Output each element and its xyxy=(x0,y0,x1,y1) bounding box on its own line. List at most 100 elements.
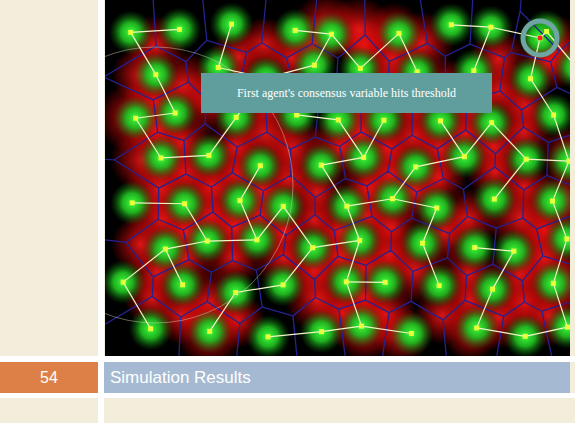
agent-dot xyxy=(511,249,516,254)
agent-dot xyxy=(488,25,493,30)
agent-dot xyxy=(130,200,135,205)
agent-dot xyxy=(359,324,364,329)
agent-glow xyxy=(129,307,173,351)
agent-link xyxy=(240,201,257,240)
agent-link xyxy=(347,206,360,240)
divider-stripe xyxy=(0,393,575,398)
agent-dot xyxy=(449,22,454,27)
agent-dot xyxy=(544,29,549,34)
agent-link xyxy=(531,79,554,115)
agent-link xyxy=(554,115,569,161)
agent-glow xyxy=(371,177,415,221)
agent-link xyxy=(207,240,257,241)
agent-link xyxy=(494,159,526,199)
agent-link xyxy=(165,241,207,249)
agent-glow xyxy=(218,179,262,223)
agent-dot xyxy=(329,32,334,37)
agent-glow xyxy=(531,261,570,305)
agent-glow xyxy=(134,53,178,97)
agent-dot xyxy=(344,279,349,284)
agent-dot xyxy=(281,204,286,209)
agent-dot xyxy=(437,283,442,288)
agent-glow xyxy=(161,263,205,307)
agent-dot xyxy=(564,236,569,241)
agent-glow xyxy=(139,136,183,180)
agent-dot xyxy=(128,30,133,35)
agent-glow xyxy=(401,221,445,265)
agent-glow xyxy=(187,133,231,177)
agent-dot xyxy=(163,247,168,252)
agent-dot xyxy=(358,66,363,71)
agent-link xyxy=(331,34,360,68)
agent-dot xyxy=(396,31,401,36)
agent-link xyxy=(346,240,359,281)
agent-link xyxy=(474,27,491,71)
agent-dot xyxy=(381,118,386,123)
agent-dot xyxy=(409,331,414,336)
agent-link xyxy=(477,328,526,336)
agent-link xyxy=(123,282,150,329)
agent-link xyxy=(362,326,412,333)
agent-link xyxy=(283,248,313,285)
agent-link xyxy=(393,199,437,208)
agent-dot xyxy=(319,163,324,168)
agent-link xyxy=(553,161,569,201)
agent-glow xyxy=(389,311,433,355)
agent-link xyxy=(464,123,491,157)
agent-dot xyxy=(229,22,234,27)
agent-link xyxy=(346,282,361,326)
agent-glow xyxy=(153,91,197,135)
agent-link xyxy=(240,166,260,201)
agent-dot xyxy=(566,159,570,164)
agent-link xyxy=(131,29,180,32)
agent-link xyxy=(531,38,540,79)
agent-dot xyxy=(492,197,497,202)
agent-link xyxy=(218,24,231,67)
agent-link xyxy=(313,240,360,247)
agent-dot xyxy=(565,325,570,330)
agent-dot xyxy=(474,325,479,330)
agent-link xyxy=(441,121,465,157)
agent-glow xyxy=(417,264,461,308)
agent-dot xyxy=(177,27,182,32)
agent-dot xyxy=(205,239,210,244)
agent-link xyxy=(236,285,284,293)
agent-glow xyxy=(209,2,253,46)
agent-dot xyxy=(413,164,418,169)
agent-link xyxy=(209,117,236,155)
agent-glow xyxy=(472,177,516,221)
voronoi-cells xyxy=(105,0,570,356)
callout-box: First agent's consensus variable hits th… xyxy=(201,73,492,113)
red-glows xyxy=(105,0,570,356)
agent-link xyxy=(136,113,176,118)
agent-dot xyxy=(489,120,494,125)
agent-dot xyxy=(258,163,263,168)
agent-link xyxy=(257,206,283,239)
agent-dot xyxy=(528,76,533,81)
agent-dot xyxy=(344,204,349,209)
agent-link xyxy=(321,165,347,206)
agent-link xyxy=(526,159,569,161)
agent-link xyxy=(123,249,165,282)
agent-glow xyxy=(471,267,515,311)
agent-link xyxy=(423,243,440,285)
agent-dot xyxy=(148,326,153,331)
agent-link xyxy=(553,239,567,283)
agent-glow xyxy=(299,143,343,187)
agent-link xyxy=(321,157,363,165)
agent-link xyxy=(360,33,399,68)
agent-dot xyxy=(383,280,388,285)
title-bar: Simulation Results xyxy=(104,362,570,393)
agent-dot xyxy=(438,118,443,123)
agent-link xyxy=(131,32,156,74)
agent-glow xyxy=(214,271,258,315)
agent-link xyxy=(132,202,184,204)
image-ground xyxy=(105,0,570,356)
communication-links xyxy=(123,24,570,337)
agent-dot xyxy=(420,241,425,246)
agent-dot xyxy=(434,205,439,210)
agent-link xyxy=(451,25,491,27)
agent-link xyxy=(210,293,236,332)
